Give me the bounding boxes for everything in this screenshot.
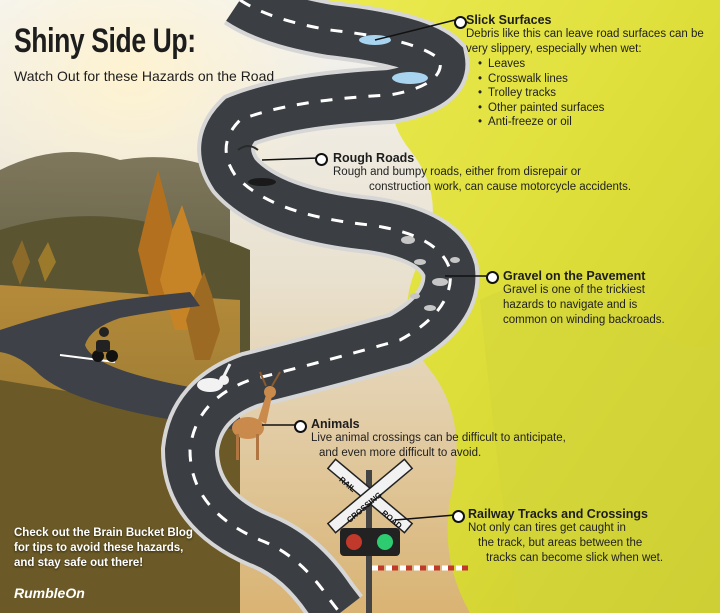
marker-gravel — [486, 271, 499, 284]
animals-body-1: Live animal crossings can be difficult t… — [311, 432, 566, 444]
animals-body-2: and even more difficult to avoid. — [319, 447, 482, 459]
list-item: Anti-freeze or oil — [478, 115, 711, 130]
animals-heading: Animals — [311, 417, 360, 431]
gravel-body-2: hazards to navigate and is — [503, 299, 638, 311]
page-subtitle: Watch Out for these Hazards on the Road — [14, 68, 275, 84]
gravel-stones — [401, 236, 460, 311]
callout-line-3: and stay safe out there! — [14, 557, 144, 569]
gravel-body-3: common on winding backroads. — [503, 314, 665, 326]
rabbit — [197, 363, 232, 392]
marker-slick — [454, 16, 467, 29]
side-road — [0, 292, 240, 430]
railway-body-3: tracks can become slick when wet. — [486, 552, 664, 564]
slick-list: Leaves Crosswalk lines Trolley tracks Ot… — [466, 57, 711, 130]
rough-body-1: Rough and bumpy roads, either from disre… — [333, 166, 582, 178]
list-item: Other painted surfaces — [478, 101, 711, 116]
section-slick-surfaces: Slick Surfaces Debris like this can leav… — [466, 13, 711, 130]
list-item: Trolley tracks — [478, 86, 711, 101]
marker-animals — [294, 420, 307, 433]
slick-body: Debris like this can leave road surfaces… — [466, 28, 704, 55]
leader-lines — [261, 19, 488, 521]
rough-body-2: construction work, can cause motorcycle … — [369, 181, 632, 193]
page-title: Shiny Side Up: — [14, 22, 196, 60]
road-center-line — [188, 0, 452, 613]
pothole — [248, 178, 276, 186]
railway-heading: Railway Tracks and Crossings — [468, 507, 648, 521]
motorcycle — [92, 327, 118, 362]
slick-heading: Slick Surfaces — [466, 13, 552, 27]
railroad-crossing-sign — [326, 458, 470, 613]
callout-line-1: Check out the Brain Bucket Blog — [14, 527, 193, 539]
list-item: Crosswalk lines — [478, 72, 711, 87]
section-animals: Animals Live animal crossings can be dif… — [311, 417, 566, 461]
gravel-heading: Gravel on the Pavement — [503, 269, 646, 283]
puddle-2 — [392, 72, 428, 84]
section-gravel: Gravel on the Pavement Gravel is one of … — [503, 269, 665, 328]
marker-railway — [452, 510, 465, 523]
list-item: Leaves — [478, 57, 711, 72]
callout-line-2: for tips to avoid these hazards, — [14, 542, 184, 554]
railway-body-2: the track, but areas between the — [478, 537, 643, 549]
gravel-body-1: Gravel is one of the trickiest — [503, 284, 645, 296]
rough-heading: Rough Roads — [333, 151, 415, 165]
brand-logo: RumbleOn — [14, 585, 85, 601]
section-rough-roads: Rough Roads Rough and bumpy roads, eithe… — [333, 151, 631, 195]
blog-callout: Check out the Brain Bucket Blog for tips… — [14, 526, 193, 571]
marker-rough — [315, 153, 328, 166]
section-railway: Railway Tracks and Crossings Not only ca… — [468, 507, 663, 566]
deer — [232, 371, 281, 460]
railway-body-1: Not only can tires get caught in — [468, 522, 626, 534]
